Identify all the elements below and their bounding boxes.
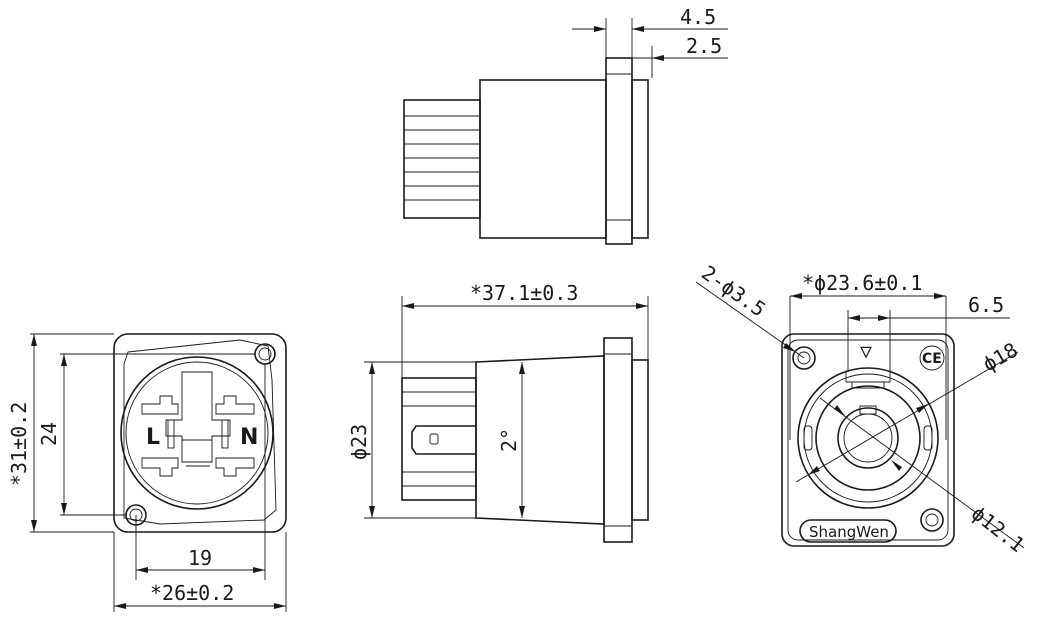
key-marker: ▽ [860, 339, 872, 363]
dim-lip-thickness: 2.5 [686, 34, 722, 58]
rear-mount-hole-bottom-right [920, 508, 944, 532]
dim-width: *26±0.2 [150, 581, 234, 605]
dim-overall-length: *37.1±0.3 [470, 281, 578, 305]
rear-mount-hole-top-left [792, 346, 816, 370]
label-live: L [146, 425, 160, 450]
front-view: L N *31±0.2 24 19 *26±0.2 [7, 333, 287, 612]
dim-panel-diameter: *ϕ23.6±0.1 [802, 271, 922, 295]
dim-body-diameter: ϕ23 [347, 424, 371, 460]
side-view: *37.1±0.3 ϕ23 2° [347, 281, 649, 543]
label-neutral: N [240, 425, 258, 450]
dim-key-width: 6.5 [968, 293, 1004, 317]
mount-hole-top-right [254, 343, 276, 365]
rear-view: CE ▽ ShangWen *ϕ23.6±0.1 6.5 [695, 260, 1029, 557]
dim-bore-diameter: ϕ12.1 [967, 501, 1029, 557]
brand-label: ShangWen [809, 523, 889, 541]
dim-draft-angle: 2° [497, 428, 521, 452]
top-view: 4.5 2.5 [403, 5, 728, 245]
dim-height: *31±0.2 [7, 402, 31, 486]
dim-ring-diameter: ϕ18 [979, 337, 1022, 376]
ce-mark: CE [922, 351, 942, 367]
dim-flange-thickness: 4.5 [680, 5, 716, 29]
dim-hole-pitch-horizontal: 19 [188, 546, 212, 570]
dim-hole-pitch-vertical: 24 [37, 422, 61, 446]
